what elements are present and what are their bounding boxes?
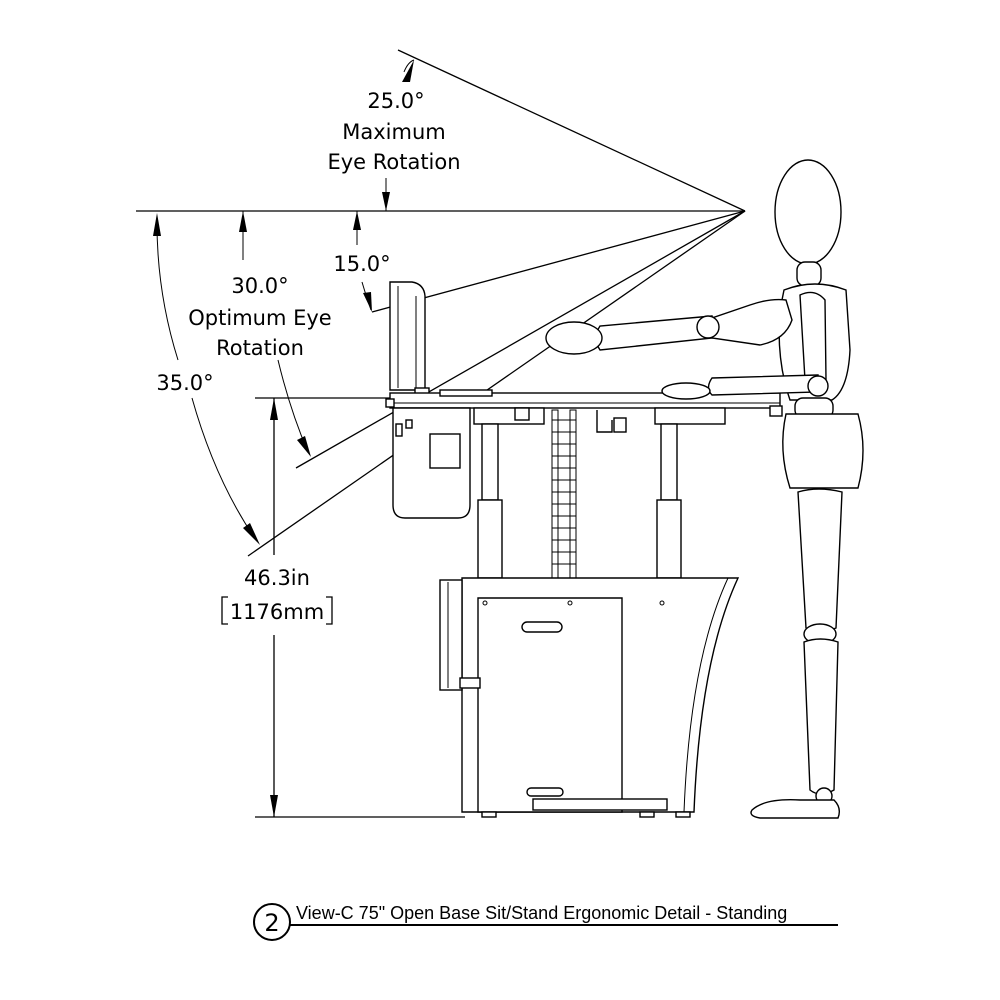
mm-bracket-left bbox=[221, 596, 228, 625]
mount-hole-2 bbox=[567, 600, 573, 606]
mannequin-shin bbox=[803, 638, 839, 795]
fifteen-degree-line bbox=[371, 210, 746, 313]
sight-lines bbox=[136, 49, 746, 557]
mannequin-head bbox=[774, 159, 842, 265]
console bbox=[385, 281, 783, 818]
height-arrow-bottom bbox=[270, 795, 278, 817]
max-caption-line2: Eye Rotation bbox=[327, 150, 460, 174]
clamp bbox=[613, 417, 627, 433]
view-number: 2 bbox=[264, 909, 279, 937]
annotation-text: 25.0° Maximum Eye Rotation 15.0° 30.0° O… bbox=[156, 89, 460, 624]
mannequin-wrist-joint bbox=[807, 375, 829, 397]
cable-chain-right-rail bbox=[569, 409, 577, 579]
opt-caption-line1: Optimum Eye bbox=[188, 306, 331, 330]
thirty-angle-arrow-bottom bbox=[297, 436, 311, 457]
left-column-upper bbox=[481, 423, 499, 501]
foot-right bbox=[675, 811, 691, 818]
thirty-five-angle-arc-top bbox=[156, 215, 179, 361]
mannequin-elbow bbox=[696, 315, 720, 339]
fifteen-angle-arrow-bottom bbox=[363, 292, 372, 312]
height-arrow-top bbox=[270, 398, 278, 420]
lower-slot bbox=[526, 787, 564, 797]
cpu-port bbox=[395, 423, 403, 437]
cable-slot bbox=[521, 621, 563, 633]
fifteen-angle-arrow-top bbox=[353, 211, 361, 230]
left-column-lower bbox=[477, 499, 503, 579]
cpu-module bbox=[429, 433, 461, 469]
height-inches-label: 46.3in bbox=[244, 566, 310, 590]
base-curve-inner bbox=[683, 577, 729, 813]
hanger-hook bbox=[596, 410, 613, 433]
mm-bracket-right bbox=[326, 596, 333, 625]
side-panel bbox=[439, 579, 463, 691]
max-angle-arrow-bottom bbox=[382, 192, 390, 211]
opt-angle-label: 30.0° bbox=[231, 274, 288, 298]
right-column-lower bbox=[656, 499, 682, 579]
outer-angle-label: 35.0° bbox=[156, 371, 213, 395]
base-foot-rail bbox=[532, 798, 668, 811]
rear-panel bbox=[477, 597, 623, 813]
mount-hole-1 bbox=[482, 600, 488, 606]
height-dimension bbox=[221, 397, 780, 818]
thirty-five-angle-arc-bottom bbox=[191, 397, 257, 541]
angle-dimensions bbox=[153, 59, 415, 545]
max-angle-label: 25.0° bbox=[367, 89, 424, 113]
cable-chain-left-rail bbox=[551, 409, 559, 579]
max-angle-arrow bbox=[402, 60, 414, 82]
cable-chain-links bbox=[552, 419, 576, 565]
cable-chain bbox=[551, 409, 577, 579]
mannequin-neck bbox=[796, 261, 822, 287]
mannequin-foot bbox=[750, 799, 841, 819]
mannequin-forearm bbox=[595, 315, 713, 351]
max-rotation-line bbox=[397, 49, 746, 212]
front-bracket bbox=[769, 405, 783, 417]
max-angle-arc bbox=[403, 59, 415, 73]
view-title: View-C 75" Open Base Sit/Stand Ergonomic… bbox=[296, 903, 787, 923]
title-block: 2 View-C 75" Open Base Sit/Stand Ergonom… bbox=[253, 903, 838, 941]
thirty-five-degree-line bbox=[247, 210, 746, 557]
thirty-five-angle-arrow-top bbox=[153, 213, 161, 236]
side-latch bbox=[459, 677, 481, 689]
mannequin-pelvis bbox=[782, 413, 864, 489]
surface-cap bbox=[385, 398, 395, 408]
right-leg-bracket bbox=[654, 407, 726, 425]
mannequin-desk-hand bbox=[661, 382, 711, 400]
keyboard bbox=[439, 389, 493, 397]
mannequin bbox=[545, 159, 864, 819]
monitor bbox=[389, 281, 426, 391]
height-mm-label: 1176mm bbox=[230, 600, 324, 624]
max-caption-line1: Maximum bbox=[342, 120, 445, 144]
mannequin-lower-arm bbox=[707, 374, 819, 396]
thirty-angle-arrow-top bbox=[239, 211, 247, 232]
fifteen-angle-label: 15.0° bbox=[333, 252, 390, 276]
mannequin-thigh bbox=[797, 488, 843, 633]
mount-hole-3 bbox=[659, 600, 665, 606]
foot-mid bbox=[639, 811, 655, 818]
mannequin-back-arm bbox=[799, 291, 827, 387]
control-switch bbox=[514, 407, 530, 421]
mannequin-hand bbox=[545, 321, 603, 355]
thirty-five-angle-arrow-bottom bbox=[243, 523, 260, 545]
view-number-circle bbox=[253, 903, 291, 941]
cpu-port-2 bbox=[405, 419, 413, 429]
left-leg-bracket bbox=[473, 407, 545, 425]
foot-left bbox=[481, 811, 497, 818]
opt-caption-line2: Rotation bbox=[216, 336, 304, 360]
right-column-upper bbox=[660, 423, 678, 501]
thirty-degree-line bbox=[295, 210, 746, 469]
